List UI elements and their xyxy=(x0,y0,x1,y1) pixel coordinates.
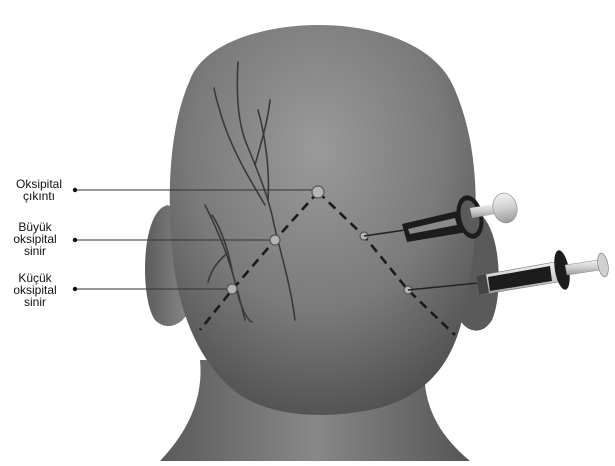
label-lesser-occipital-nerve: Küçük oksipital sinir xyxy=(4,272,66,308)
label-line: sinir xyxy=(4,296,66,308)
greater-occipital-nerve-marker xyxy=(270,235,280,245)
syringe-plunger-cap xyxy=(490,191,520,225)
syringe-plunger-cap xyxy=(596,252,610,277)
lesser-occipital-nerve-marker xyxy=(227,284,237,294)
label-line: sinir xyxy=(4,245,66,257)
label-occipital-protuberance: Oksipital çıkıntı xyxy=(8,178,70,202)
occipital-protuberance-marker xyxy=(312,186,324,198)
leader-dots xyxy=(73,188,77,291)
label-line: çıkıntı xyxy=(8,190,70,202)
syringe-plunger xyxy=(565,260,600,275)
leader-dot xyxy=(73,188,77,192)
label-greater-occipital-nerve: Büyük oksipital sinir xyxy=(4,221,66,257)
leader-dot xyxy=(73,238,77,242)
leader-dot xyxy=(73,287,77,291)
